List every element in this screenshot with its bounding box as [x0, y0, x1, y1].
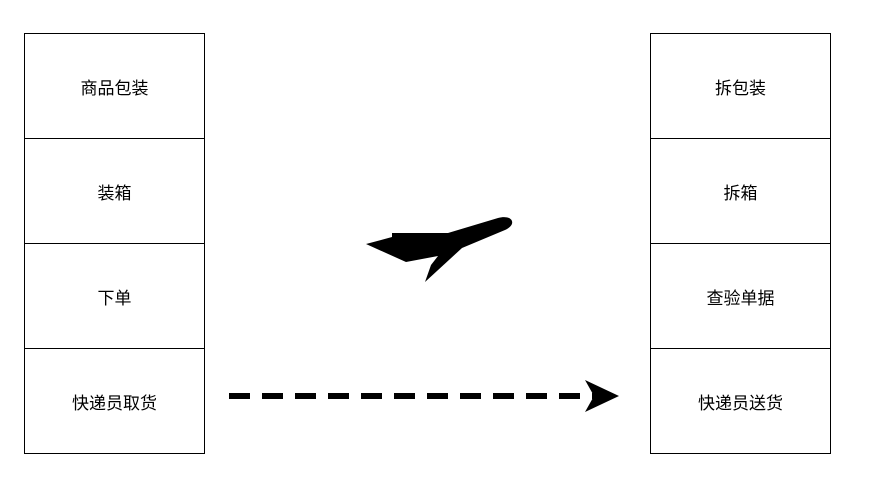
destination-step-courier-delivery: 快递员送货	[698, 394, 783, 414]
arrow-head-icon	[585, 380, 619, 412]
origin-step-package-goods: 商品包装	[25, 34, 204, 139]
origin-step-courier-pickup: 快递员取货	[72, 394, 157, 414]
origin-process-stack: 商品包装 装箱 下单 快递员取货	[24, 33, 205, 454]
origin-step-boxing: 装箱	[25, 139, 204, 244]
destination-process-stack: 拆包装 拆箱 查验单据 快递员送货	[650, 33, 831, 454]
destination-step-unbox: 拆箱	[651, 139, 830, 244]
dashed-arrow	[229, 380, 619, 412]
destination-step-check-documents: 查验单据	[651, 244, 830, 349]
destination-step-unpack: 拆包装	[651, 34, 830, 139]
origin-step-place-order: 下单	[25, 244, 204, 349]
airplane-icon	[366, 217, 513, 282]
